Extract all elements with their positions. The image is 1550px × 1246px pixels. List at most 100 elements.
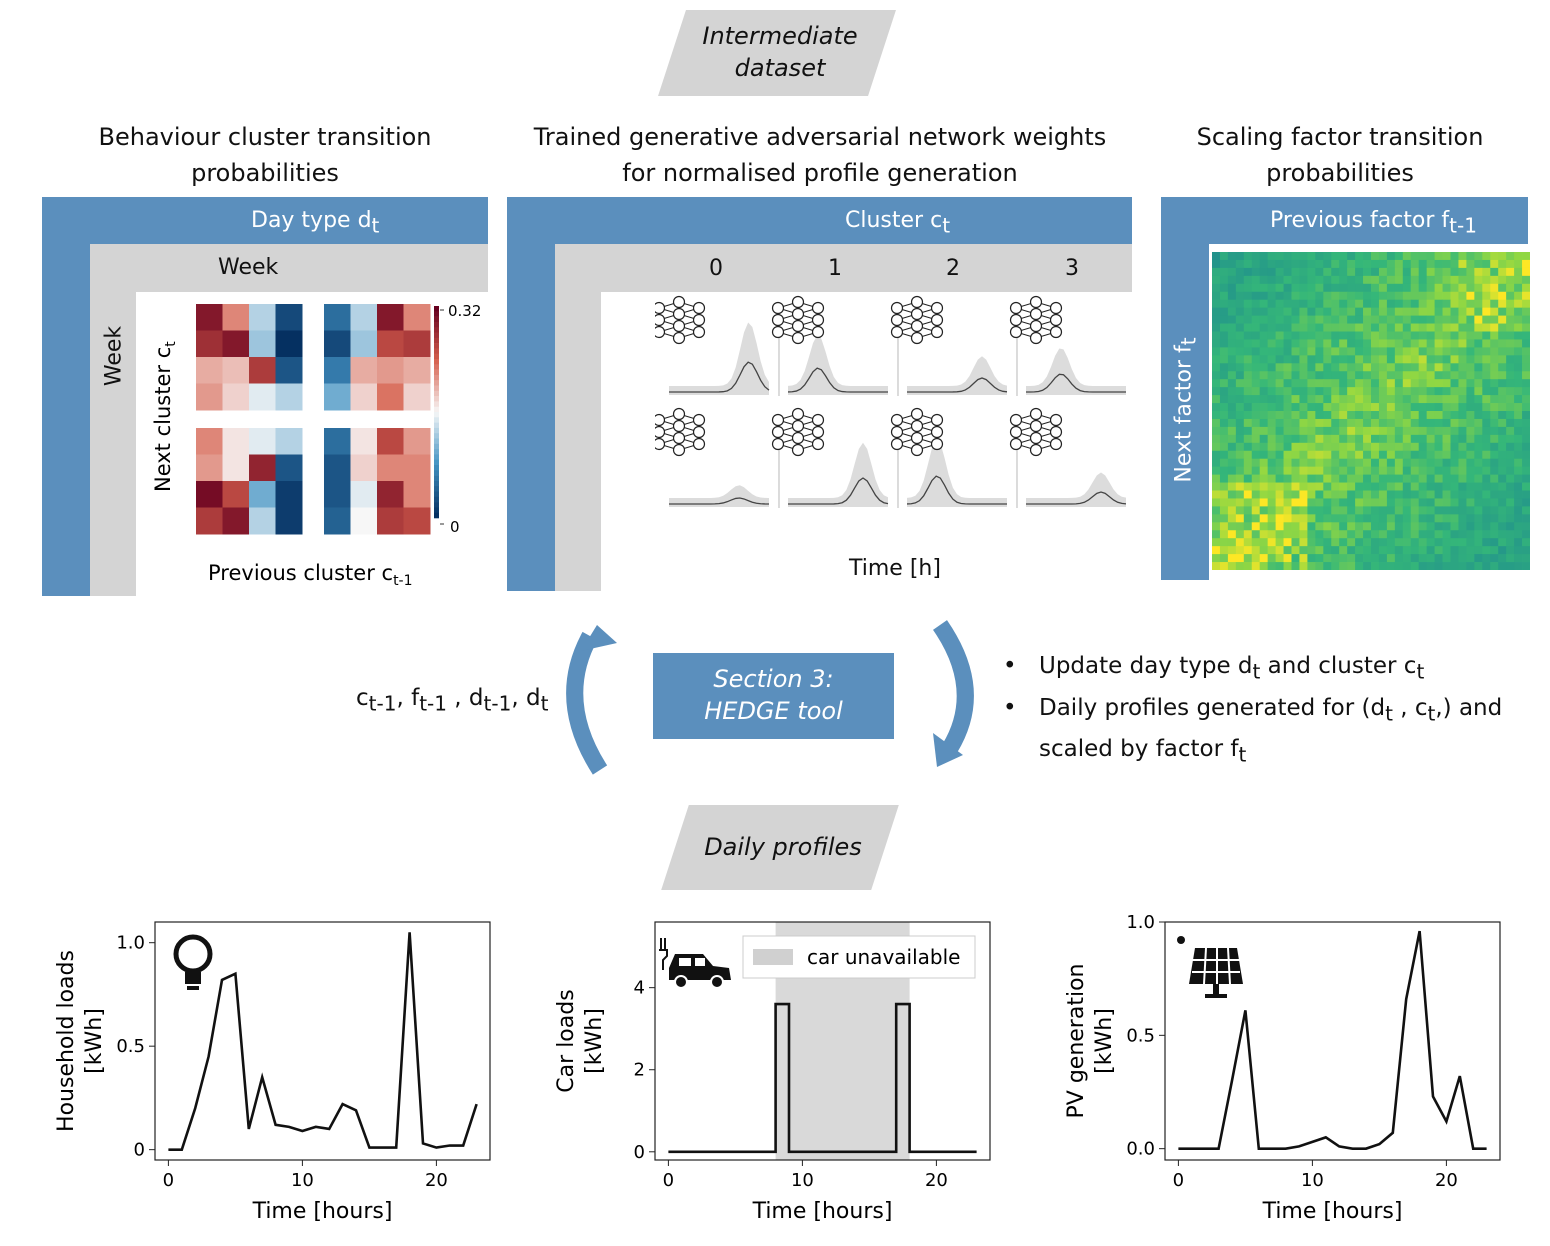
network-node	[811, 313, 825, 327]
scaling-heatmap-cell	[1450, 482, 1459, 491]
profile-band	[907, 438, 1007, 507]
profile-mean-line	[907, 377, 1008, 393]
scaling-heatmap-cell	[1363, 291, 1372, 301]
scaling-heatmap-cell	[1378, 307, 1388, 316]
scaling-heatmap-cell	[1522, 490, 1530, 499]
scaling-heatmap-cell	[1386, 355, 1396, 364]
scaling-heatmap-cell	[1466, 514, 1475, 523]
scaling-heatmap-cell	[1442, 252, 1451, 261]
scaling-heatmap-cell	[1410, 418, 1420, 428]
scaling-heatmap-cell	[1466, 498, 1475, 507]
scaling-heatmap-cell	[1402, 490, 1412, 499]
scaling-heatmap-cell	[1307, 538, 1316, 547]
scaling-heatmap-cell	[1514, 418, 1523, 428]
scaling-heatmap-cell	[1219, 379, 1229, 388]
scaling-heatmap-cell	[1522, 379, 1530, 388]
scaling-heatmap-cell	[1219, 490, 1229, 499]
scaling-heatmap-cell	[1291, 275, 1300, 285]
scaling-heatmap-cell	[1498, 267, 1507, 277]
scaling-heatmap-cell	[1402, 347, 1412, 356]
scaling-heatmap-cell	[1259, 267, 1269, 277]
scaling-heatmap-cell	[1315, 371, 1324, 380]
scaling-heatmap-cell	[1363, 363, 1372, 372]
network-node	[791, 419, 805, 433]
scaling-heatmap-cell	[1434, 466, 1443, 475]
scaling-heatmap-cell	[1339, 403, 1348, 412]
scaling-heatmap-cell	[1434, 347, 1443, 356]
scaling-heatmap-cell	[1394, 554, 1404, 563]
scaling-heatmap-cell	[1251, 562, 1261, 570]
scaling-heatmap-cell	[1339, 506, 1348, 515]
scaling-heatmap-cell	[1386, 363, 1396, 372]
scaling-heatmap-cell	[1291, 450, 1300, 460]
network-node	[672, 431, 686, 445]
scaling-heatmap-cell	[1275, 450, 1284, 460]
colorbar-segment	[434, 486, 439, 492]
scaling-heatmap-cell	[1363, 331, 1372, 340]
scaling-heatmap-cell	[1490, 482, 1499, 491]
scaling-heatmap-cell	[1315, 434, 1324, 444]
scaling-heatmap-cell	[1291, 498, 1300, 507]
scaling-heatmap-cell	[1386, 458, 1396, 468]
scaling-heatmap-cell	[1394, 538, 1404, 547]
scaling-heatmap-cell	[1522, 434, 1530, 444]
scaling-heatmap-cell	[1450, 252, 1459, 261]
colorbar-segment	[434, 401, 439, 407]
scaling-heatmap-cell	[1450, 498, 1459, 507]
scaling-heatmap-cell	[1410, 339, 1420, 348]
scaling-heatmap-cell	[1458, 252, 1467, 261]
scaling-heatmap-cell	[1363, 434, 1372, 444]
network-node	[1009, 425, 1023, 439]
scaling-heatmap-cell	[1466, 355, 1475, 364]
scaling-heatmap-cell	[1339, 323, 1348, 332]
scaling-heatmap-cell	[1331, 323, 1340, 332]
scaling-heatmap-cell	[1291, 252, 1300, 261]
scaling-heatmap-cell	[1283, 347, 1292, 356]
right-cycle-arrow	[932, 620, 974, 753]
scaling-heatmap-cell	[1291, 379, 1300, 388]
scaling-heatmap-cell	[1267, 315, 1276, 324]
scaling-heatmap-cell	[1235, 315, 1245, 324]
scaling-heatmap-cell	[1259, 403, 1269, 412]
scaling-heatmap-cell	[1363, 506, 1372, 515]
scaling-heatmap-cell	[1514, 275, 1523, 285]
heatmap-cell	[377, 507, 404, 535]
lightbulb-cap	[187, 986, 199, 990]
scaling-heatmap-cell	[1251, 466, 1261, 475]
scaling-heatmap-cell	[1267, 347, 1276, 356]
x-axis-label: Time [hours]	[752, 1199, 893, 1224]
scaling-heatmap-cell	[1307, 355, 1316, 364]
scaling-heatmap-cell	[1482, 450, 1491, 460]
scaling-heatmap-cell	[1355, 458, 1364, 468]
scaling-heatmap-cell	[1426, 530, 1435, 539]
scaling-heatmap-cell	[1442, 490, 1451, 499]
scaling-heatmap-cell	[1235, 482, 1245, 491]
scaling-heatmap-cell	[1514, 506, 1523, 515]
network-node	[1029, 295, 1043, 309]
scaling-heatmap-cell	[1434, 387, 1443, 396]
scaling-heatmap-cell	[1315, 315, 1324, 324]
scaling-heatmap-cell	[1426, 267, 1435, 277]
scaling-heatmap-cell	[1307, 299, 1316, 309]
scaling-heatmap-cell	[1378, 267, 1388, 277]
scaling-heatmap-cell	[1434, 562, 1443, 570]
scaling-heatmap-cell	[1219, 347, 1229, 356]
scaling-heatmap-cell	[1514, 387, 1523, 396]
scaling-heatmap-cell	[1378, 514, 1388, 523]
scaling-heatmap-cell	[1259, 466, 1269, 475]
scaling-heatmap-cell	[1227, 530, 1237, 539]
network-node	[910, 307, 924, 321]
heatmap-cell	[275, 454, 303, 482]
scaling-heatmap-cell	[1363, 299, 1372, 309]
scaling-heatmap-cell	[1514, 482, 1523, 491]
scaling-heatmap-cell	[1251, 514, 1261, 523]
scaling-heatmap-cell	[1355, 562, 1364, 570]
scaling-heatmap-cell	[1235, 395, 1245, 404]
scaling-heatmap-cell	[1402, 442, 1412, 452]
scaling-heatmap-cell	[1458, 315, 1467, 324]
scaling-heatmap-cell	[1267, 395, 1276, 404]
car-plug	[659, 938, 668, 970]
network-node	[655, 325, 666, 339]
scaling-heatmap-cell	[1212, 482, 1221, 491]
scaling-heatmap-cell	[1514, 323, 1523, 332]
